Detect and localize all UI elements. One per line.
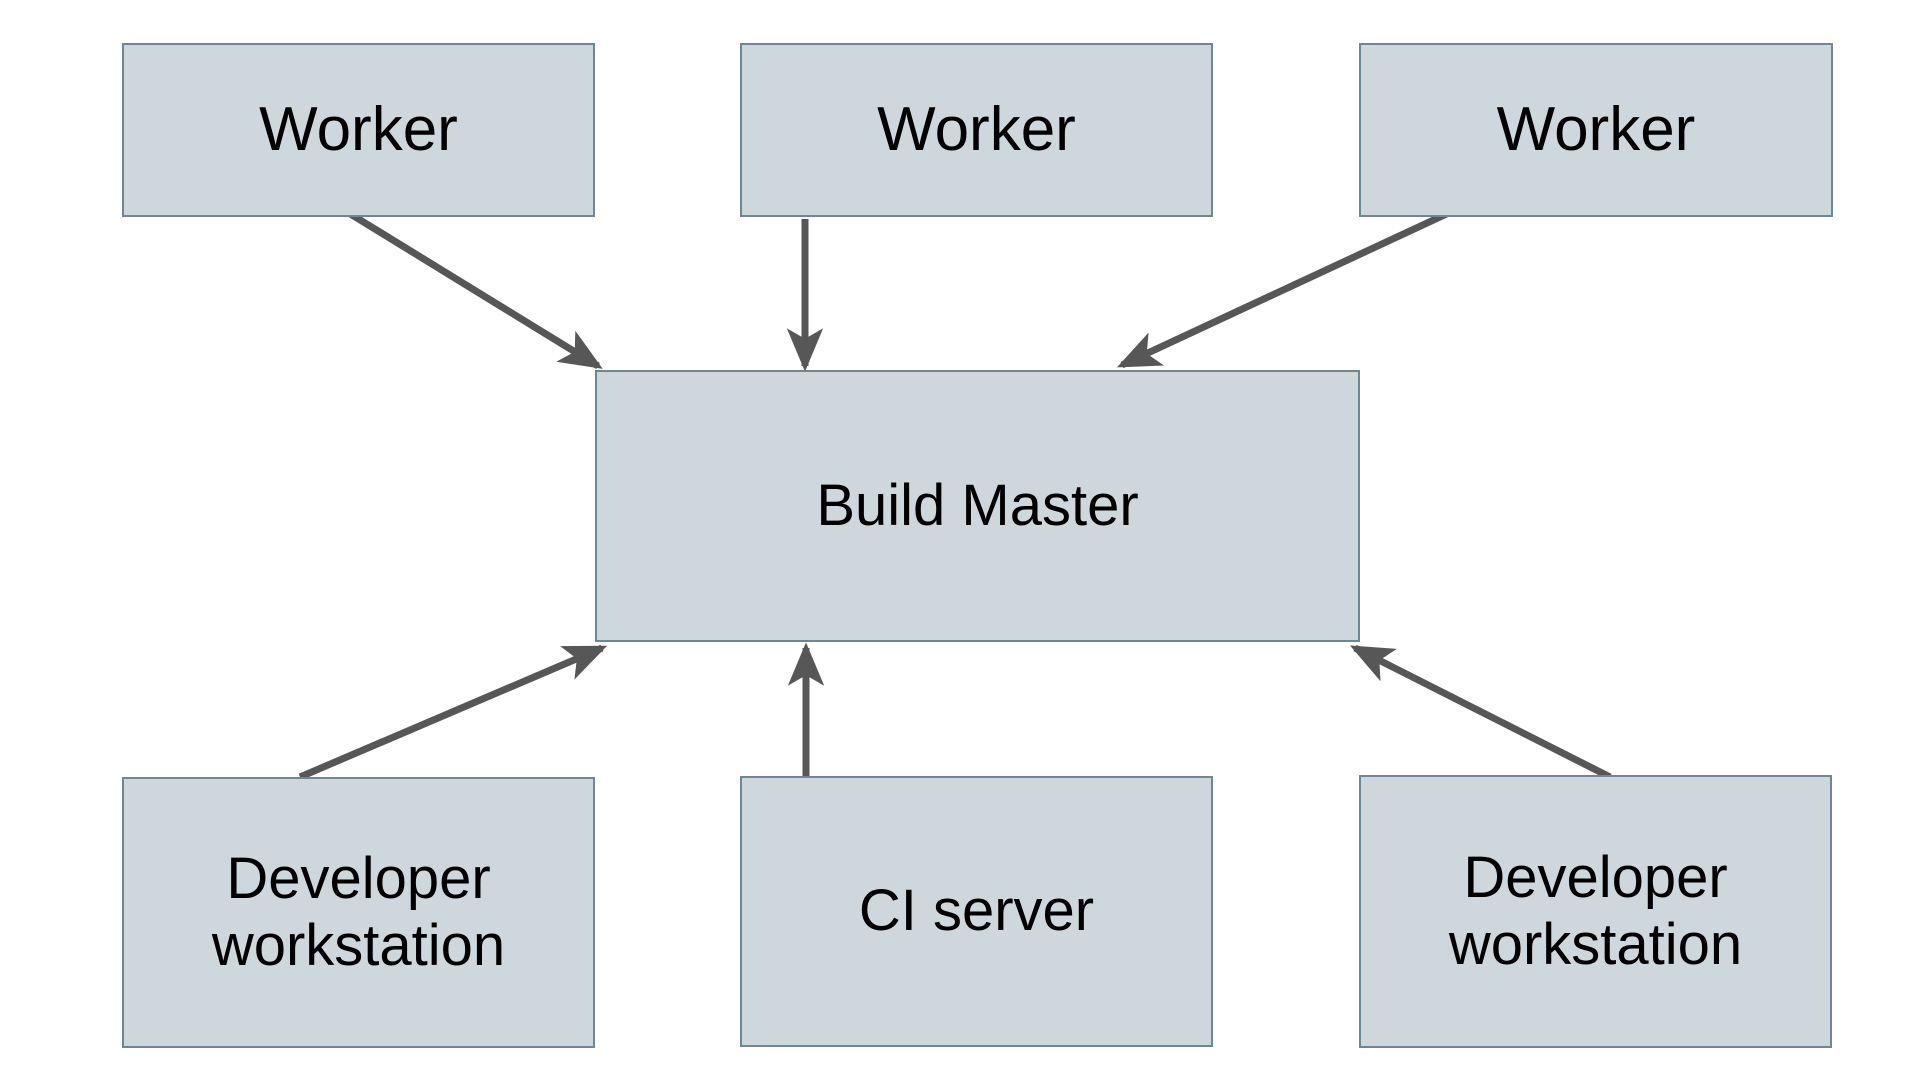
node-developer-workstation-right[interactable]: Developer workstation [1359,775,1832,1048]
node-label: Worker [259,95,458,165]
node-developer-workstation-left[interactable]: Developer workstation [122,777,595,1048]
node-worker-left[interactable]: Worker [122,43,595,217]
node-build-master[interactable]: Build Master [595,370,1360,642]
edge-developer-left-to-build-master [298,644,608,781]
node-label: Build Master [816,472,1139,538]
node-label: CI server [858,878,1095,944]
node-worker-right[interactable]: Worker [1359,43,1833,217]
node-ci-server[interactable]: CI server [740,776,1213,1047]
edge-developer-right-to-build-master [1350,644,1612,781]
node-label: Worker [877,95,1076,165]
node-worker-center[interactable]: Worker [740,43,1213,217]
node-label: Worker [1496,95,1696,165]
node-label: Developer workstation [211,845,506,978]
node-label: Developer workstation [1448,844,1743,977]
